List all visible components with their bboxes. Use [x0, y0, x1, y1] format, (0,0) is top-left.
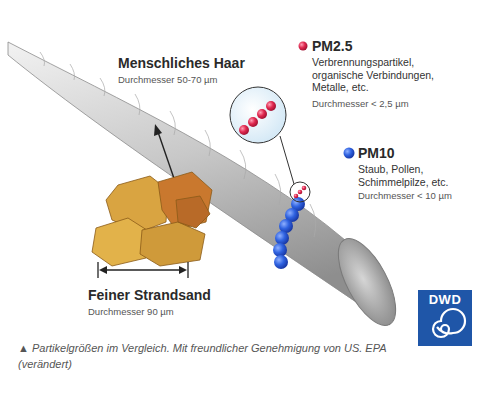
zoom-leader	[280, 136, 294, 184]
pm25-zoomed-particles	[239, 101, 276, 135]
pm10-title: PM10	[358, 145, 395, 162]
logo-spiral	[433, 309, 465, 337]
sand-grains	[92, 172, 212, 266]
sand-diameter: Durchmesser 90 µm	[88, 306, 174, 317]
hair-diameter: Durchmesser 50-70 µm	[118, 74, 217, 85]
pm10-diameter: Durchmesser < 10 µm	[358, 190, 452, 201]
logo-text: DWD	[418, 292, 472, 308]
zoom-spot	[290, 182, 310, 202]
pm25-title: PM2.5	[312, 38, 352, 55]
caption: ▲ Partikelgrößen im Vergleich. Mit freun…	[18, 341, 413, 373]
logo-box: DWD	[418, 290, 472, 346]
hair-cross-section	[327, 230, 407, 334]
pm10-description: Staub, Pollen, Schimmelpilze, etc.	[358, 163, 468, 188]
pm25-dot	[299, 42, 308, 51]
pm10-dot	[344, 148, 355, 159]
sand-dimension	[98, 262, 188, 278]
zoom-circle	[230, 87, 286, 143]
pm25-particles	[294, 186, 307, 199]
hair-title: Menschliches Haar	[118, 55, 245, 72]
hair-scales	[40, 52, 316, 237]
sand-title: Feiner Strandsand	[88, 287, 211, 304]
logo-background	[418, 290, 472, 346]
pm25-description: Verbrennungspartikel, organische Verbind…	[312, 56, 444, 94]
pm10-particles	[273, 197, 305, 269]
pm25-diameter: Durchmesser < 2,5 µm	[312, 98, 409, 109]
